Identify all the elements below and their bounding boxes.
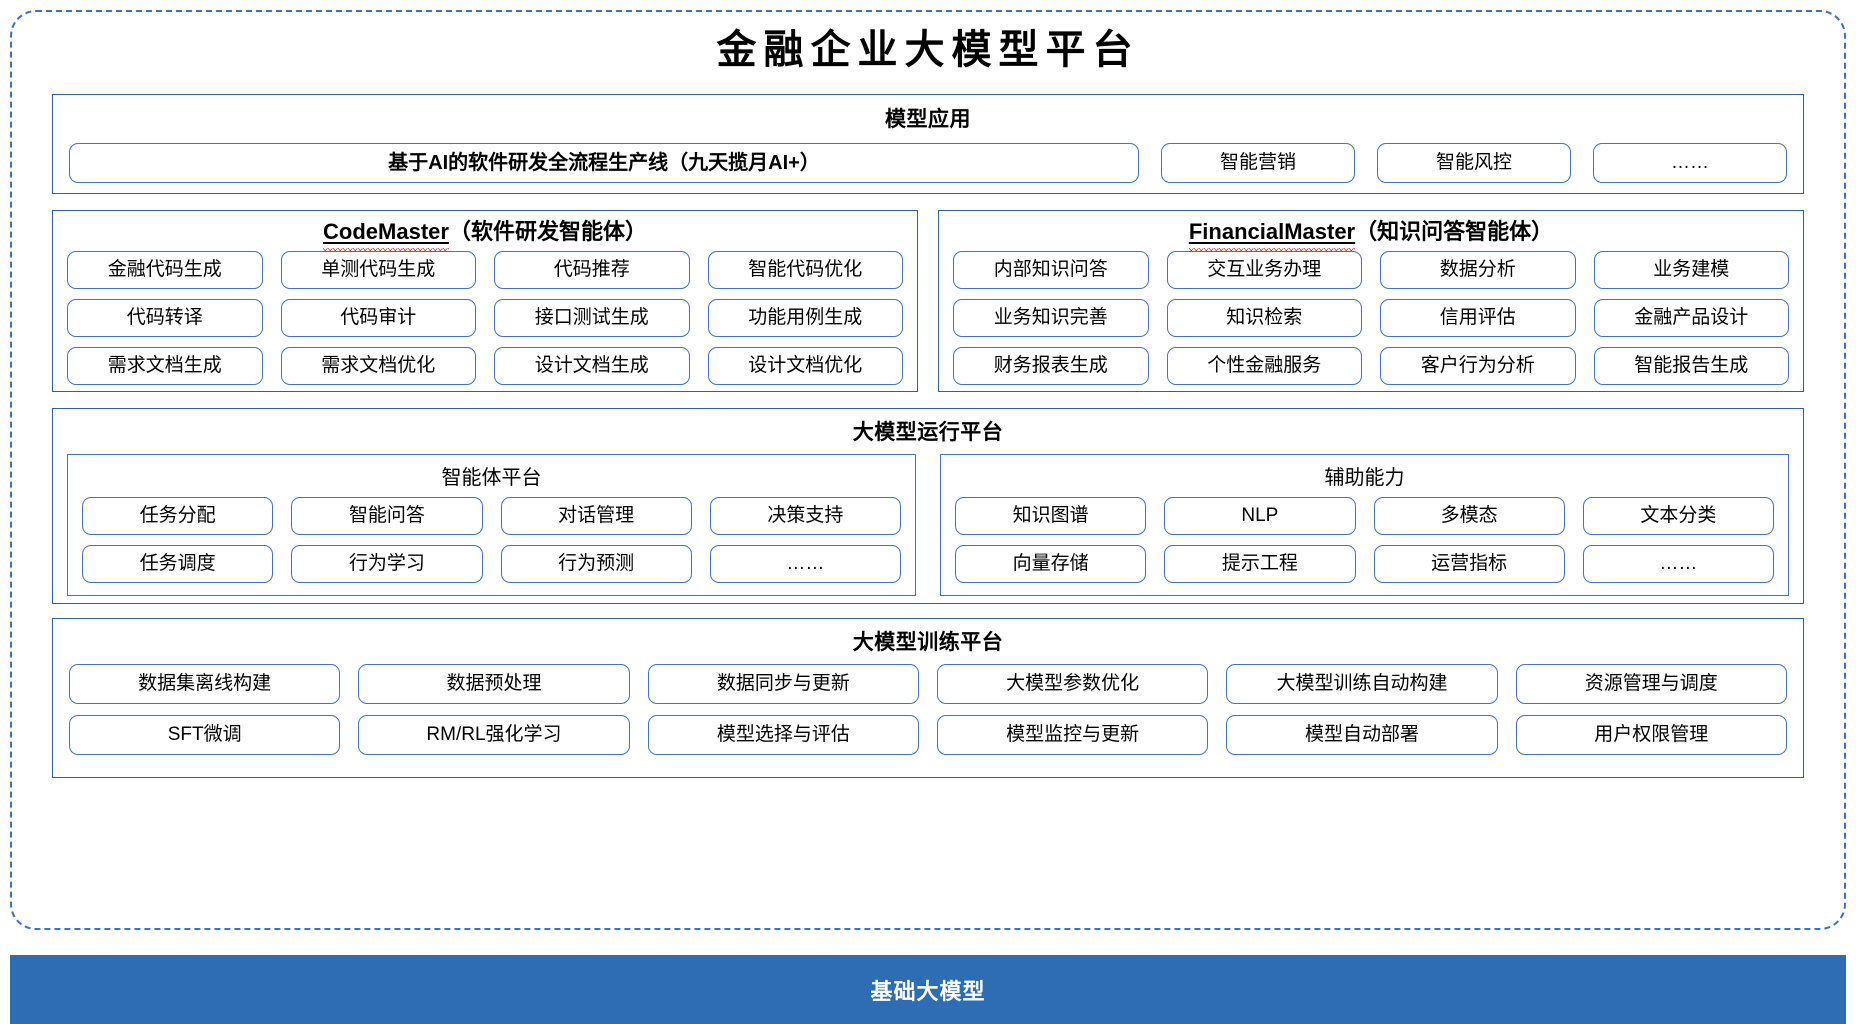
runtime-row: 向量存储 提示工程 运营指标 …… (955, 545, 1774, 583)
capability-row: 财务报表生成 个性金融服务 客户行为分析 智能报告生成 (953, 347, 1789, 385)
capability-pill[interactable]: 接口测试生成 (494, 299, 690, 337)
capability-pill[interactable]: 功能用例生成 (707, 299, 903, 337)
capability-pill[interactable]: 智能代码优化 (707, 251, 903, 289)
runtime-row: 任务分配 智能问答 对话管理 决策支持 (82, 497, 901, 535)
training-pill[interactable]: 大模型训练自动构建 (1226, 664, 1498, 704)
financialmaster-capability-grid: 内部知识问答 交互业务办理 数据分析 业务建模 业务知识完善 知识检索 信用评估… (953, 251, 1789, 385)
capability-row: 需求文档生成 需求文档优化 设计文档生成 设计文档优化 (67, 347, 903, 385)
section-runtime-platform: 大模型运行平台 智能体平台 任务分配 智能问答 对话管理 决策支持 任务调度 行… (52, 408, 1804, 604)
runtime-group-agent-platform: 智能体平台 任务分配 智能问答 对话管理 决策支持 任务调度 行为学习 行为预测… (67, 454, 916, 596)
training-pill[interactable]: 数据同步与更新 (647, 664, 919, 704)
runtime-group-title: 智能体平台 (441, 467, 542, 489)
app-item-pill[interactable]: 智能营销 (1161, 143, 1355, 183)
training-pill[interactable]: 大模型参数优化 (936, 664, 1209, 704)
section-training-platform: 大模型训练平台 数据集离线构建 数据预处理 数据同步与更新 大模型参数优化 大模… (52, 618, 1804, 778)
capability-row: 业务知识完善 知识检索 信用评估 金融产品设计 (953, 299, 1789, 337)
capability-pill[interactable]: 个性金融服务 (1166, 347, 1362, 385)
capability-row: 代码转译 代码审计 接口测试生成 功能用例生成 (67, 299, 903, 337)
base-model-label: 基础大模型 (870, 978, 986, 1004)
training-pill[interactable]: 模型选择与评估 (647, 715, 919, 755)
agent-title-financialmaster: FinancialMaster（知识问答智能体） (939, 217, 1803, 247)
agent-title-codemaster: CodeMaster（软件研发智能体） (53, 217, 917, 247)
runtime-groups: 智能体平台 任务分配 智能问答 对话管理 决策支持 任务调度 行为学习 行为预测… (67, 454, 1789, 596)
capability-pill[interactable]: 设计文档生成 (494, 347, 690, 385)
app-item-pill[interactable]: …… (1593, 143, 1787, 183)
capability-pill[interactable]: 代码推荐 (494, 251, 690, 289)
capability-pill[interactable]: 代码转译 (67, 299, 263, 337)
capability-pill[interactable]: 单测代码生成 (280, 251, 476, 289)
capability-pill[interactable]: 智能报告生成 (1593, 347, 1789, 385)
capability-pill[interactable]: 财务报表生成 (953, 347, 1149, 385)
capability-pill[interactable]: 需求文档生成 (67, 347, 263, 385)
runtime-pill[interactable]: 对话管理 (500, 497, 692, 535)
runtime-row: 知识图谱 NLP 多模态 文本分类 (955, 497, 1774, 535)
capability-pill[interactable]: 金融产品设计 (1593, 299, 1789, 337)
application-items-row: 基于AI的软件研发全流程生产线（九天揽月AI+） 智能营销 智能风控 …… (69, 143, 1787, 183)
training-pill[interactable]: 模型监控与更新 (936, 715, 1209, 755)
runtime-group-grid: 知识图谱 NLP 多模态 文本分类 向量存储 提示工程 运营指标 …… (955, 497, 1774, 583)
runtime-pill[interactable]: 运营指标 (1373, 545, 1565, 583)
capability-row: 金融代码生成 单测代码生成 代码推荐 智能代码优化 (67, 251, 903, 289)
runtime-pill[interactable]: 决策支持 (709, 497, 901, 535)
runtime-group-grid: 任务分配 智能问答 对话管理 决策支持 任务调度 行为学习 行为预测 …… (82, 497, 901, 583)
capability-pill[interactable]: 需求文档优化 (280, 347, 476, 385)
base-model-bar: 基础大模型 (10, 955, 1846, 1024)
training-pill[interactable]: 模型自动部署 (1226, 715, 1498, 755)
runtime-pill[interactable]: 智能问答 (291, 497, 483, 535)
app-main-product-pill[interactable]: 基于AI的软件研发全流程生产线（九天揽月AI+） (69, 143, 1139, 183)
agent-name-codemaster: CodeMaster (323, 219, 449, 244)
runtime-pill[interactable]: 知识图谱 (955, 497, 1147, 535)
runtime-group-title: 辅助能力 (1324, 467, 1405, 489)
agent-suffix-codemaster: （软件研发智能体） (448, 219, 647, 244)
training-capability-grid: 数据集离线构建 数据预处理 数据同步与更新 大模型参数优化 大模型训练自动构建 … (69, 664, 1787, 755)
runtime-pill[interactable]: …… (709, 545, 901, 583)
runtime-pill[interactable]: 任务调度 (82, 545, 274, 583)
capability-pill[interactable]: 业务知识完善 (953, 299, 1149, 337)
section-title-model-application: 模型应用 (885, 108, 971, 131)
capability-pill[interactable]: 金融代码生成 (67, 251, 263, 289)
capability-row: 内部知识问答 交互业务办理 数据分析 业务建模 (953, 251, 1789, 289)
capability-pill[interactable]: 信用评估 (1380, 299, 1576, 337)
runtime-pill[interactable]: …… (1582, 545, 1774, 583)
training-pill[interactable]: 数据集离线构建 (69, 664, 341, 704)
runtime-pill[interactable]: 行为学习 (291, 545, 483, 583)
capability-pill[interactable]: 知识检索 (1166, 299, 1362, 337)
capability-pill[interactable]: 设计文档优化 (707, 347, 903, 385)
page-title: 金融企业大模型平台 (716, 26, 1140, 73)
app-item-pill[interactable]: 智能风控 (1377, 143, 1571, 183)
section-codemaster-agent: CodeMaster（软件研发智能体） 金融代码生成 单测代码生成 代码推荐 智… (52, 210, 918, 392)
runtime-pill[interactable]: 提示工程 (1164, 545, 1356, 583)
capability-pill[interactable]: 客户行为分析 (1380, 347, 1576, 385)
capability-pill[interactable]: 内部知识问答 (953, 251, 1149, 289)
training-pill[interactable]: 数据预处理 (358, 664, 630, 704)
agent-name-financialmaster: FinancialMaster (1188, 219, 1356, 244)
section-model-application: 模型应用 基于AI的软件研发全流程生产线（九天揽月AI+） 智能营销 智能风控 … (52, 94, 1804, 194)
runtime-pill[interactable]: NLP (1164, 497, 1356, 535)
runtime-pill[interactable]: 行为预测 (500, 545, 692, 583)
training-pill[interactable]: 用户权限管理 (1515, 715, 1787, 755)
runtime-pill[interactable]: 向量存储 (955, 545, 1147, 583)
section-title-runtime-platform: 大模型运行平台 (852, 421, 1004, 444)
section-financialmaster-agent: FinancialMaster（知识问答智能体） 内部知识问答 交互业务办理 数… (938, 210, 1804, 392)
runtime-pill[interactable]: 文本分类 (1582, 497, 1774, 535)
capability-pill[interactable]: 业务建模 (1593, 251, 1789, 289)
runtime-pill[interactable]: 任务分配 (82, 497, 274, 535)
agent-suffix-financialmaster: （知识问答智能体） (1355, 219, 1554, 244)
capability-pill[interactable]: 交互业务办理 (1166, 251, 1362, 289)
runtime-pill[interactable]: 多模态 (1373, 497, 1565, 535)
training-pill[interactable]: RM/RL强化学习 (358, 715, 630, 755)
training-row: SFT微调 RM/RL强化学习 模型选择与评估 模型监控与更新 模型自动部署 用… (69, 715, 1787, 755)
codemaster-capability-grid: 金融代码生成 单测代码生成 代码推荐 智能代码优化 代码转译 代码审计 接口测试… (67, 251, 903, 385)
runtime-row: 任务调度 行为学习 行为预测 …… (82, 545, 901, 583)
runtime-group-auxiliary-capability: 辅助能力 知识图谱 NLP 多模态 文本分类 向量存储 提示工程 运营指标 …… (940, 454, 1789, 596)
capability-pill[interactable]: 代码审计 (280, 299, 476, 337)
outer-dashed-frame (10, 10, 1846, 930)
training-pill[interactable]: SFT微调 (69, 715, 341, 755)
section-title-training-platform: 大模型训练平台 (852, 631, 1004, 654)
capability-pill[interactable]: 数据分析 (1380, 251, 1576, 289)
training-pill[interactable]: 资源管理与调度 (1515, 664, 1787, 704)
training-row: 数据集离线构建 数据预处理 数据同步与更新 大模型参数优化 大模型训练自动构建 … (69, 664, 1787, 704)
